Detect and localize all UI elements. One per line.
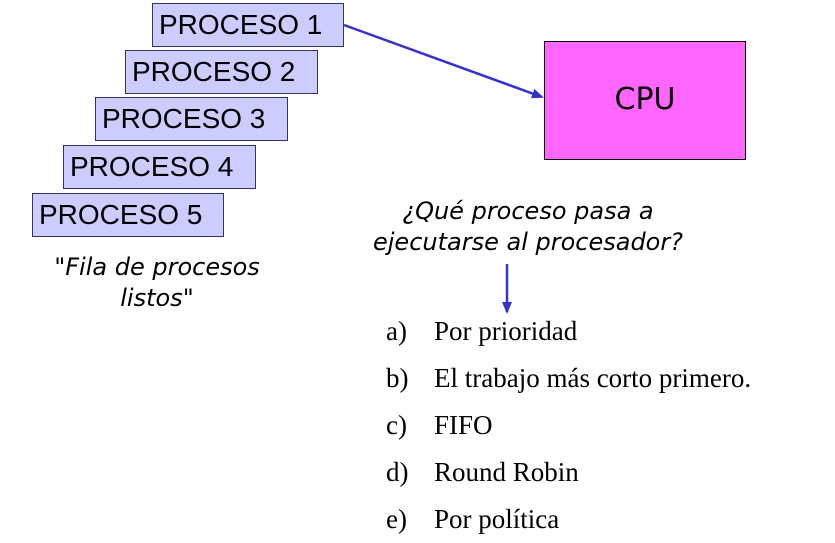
option-b: b) El trabajo más corto primero.	[386, 355, 751, 402]
process-box-5: PROCESO 5	[32, 193, 224, 237]
option-text: FIFO	[434, 410, 493, 440]
process-box-1: PROCESO 1	[152, 3, 344, 47]
queue-caption-line-1: "Fila de procesos	[54, 253, 260, 281]
options-list: a) Por prioridad b) El trabajo más corto p…	[386, 308, 751, 543]
option-d: d) Round Robin	[386, 449, 751, 496]
option-e: e) Por política	[386, 496, 751, 543]
cpu-box: CPU	[544, 41, 746, 160]
option-text: Por política	[434, 504, 560, 534]
process-box-2: PROCESO 2	[125, 50, 318, 94]
option-letter: d)	[386, 457, 409, 487]
question-text: ¿Qué proceso pasa a ejecutarse al proces…	[356, 196, 700, 258]
process-box-4: PROCESO 4	[63, 145, 256, 189]
option-c: c) FIFO	[386, 402, 751, 449]
option-text: El trabajo más corto primero.	[434, 363, 752, 393]
arrow-process-to-cpu	[343, 23, 544, 99]
option-letter: e)	[386, 504, 407, 534]
queue-caption: "Fila de procesos listos"	[30, 252, 284, 314]
option-a: a) Por prioridad	[386, 308, 751, 355]
question-line-2: ejecutarse al procesador?	[373, 228, 683, 256]
option-letter: c)	[386, 410, 407, 440]
option-letter: a)	[386, 316, 407, 346]
queue-caption-line-2: listos"	[120, 284, 194, 312]
option-letter: b)	[386, 363, 409, 393]
question-line-1: ¿Qué proceso pasa a	[402, 197, 654, 225]
option-text: Round Robin	[434, 457, 579, 487]
option-text: Por prioridad	[434, 316, 578, 346]
process-box-3: PROCESO 3	[95, 97, 288, 141]
